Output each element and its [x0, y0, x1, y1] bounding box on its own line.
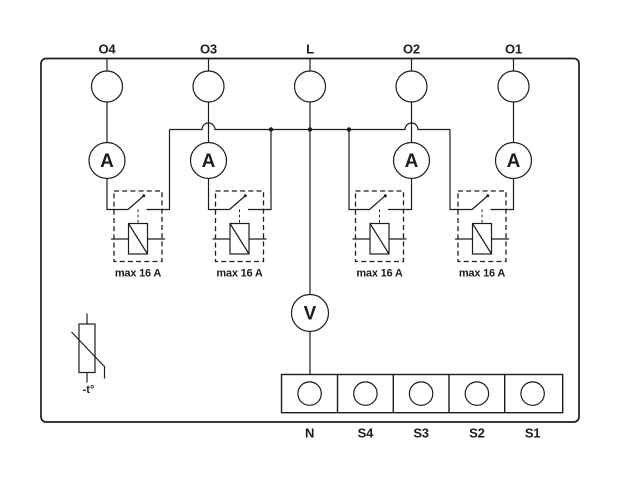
screw-terminal-S2 — [464, 381, 490, 406]
wire-bus-to-contact — [146, 129, 171, 211]
terminal-circle-L — [293, 70, 327, 103]
top-terminal-label: O1 — [505, 42, 522, 57]
screw-terminal-N — [297, 381, 322, 406]
ammeter-letter: A — [202, 151, 216, 172]
wire-ammeter-to-contact — [207, 178, 230, 211]
ammeter-letter: A — [405, 151, 419, 172]
relay-box-O3 — [214, 190, 265, 263]
wire-bus-to-contact — [449, 129, 472, 211]
terminal-circle-O2 — [395, 70, 428, 103]
relay-switch-blade — [471, 195, 488, 210]
relay-coil-diagonal — [369, 223, 390, 255]
wire-ammeter-to-contact — [388, 178, 413, 211]
relay-switch-blade — [369, 195, 386, 210]
relay-rating-label: max 16 A — [216, 268, 263, 280]
top-terminal-label: L — [306, 42, 314, 57]
terminal-strip: N S4 S3 S2 S1 — [280, 373, 564, 441]
relay-coil-diagonal — [127, 223, 149, 255]
screw-terminal-S4 — [353, 381, 378, 406]
screw-terminal-S1 — [520, 381, 545, 406]
voltmeter-circle — [290, 293, 330, 333]
bottom-terminal-label: N — [305, 426, 314, 441]
wire-bus-to-contact — [348, 129, 370, 211]
relay-switch-tip-dot — [243, 194, 247, 198]
ammeter-letter: A — [507, 151, 521, 172]
terminal-circle-O1 — [497, 70, 530, 103]
ammeter-letter: A — [100, 151, 114, 172]
bottom-terminal-label: S4 — [358, 426, 374, 441]
relay-switch-tip-dot — [142, 194, 146, 198]
relay-switch-blade — [127, 195, 144, 210]
top-terminal-label: O4 — [99, 42, 117, 57]
relay-switch-blade — [229, 195, 246, 210]
screw-terminal-S3 — [408, 381, 434, 406]
wire-ammeter-to-contact — [490, 178, 515, 211]
device-outline — [40, 57, 580, 423]
relay-coil-diagonal — [229, 223, 250, 255]
relay-box-O1 — [457, 190, 507, 263]
bottom-terminal-label: S2 — [469, 426, 485, 441]
bottom-terminal-label: S1 — [525, 426, 541, 441]
wire-ammeter-to-contact — [106, 178, 128, 211]
terminal-circle-O4 — [90, 70, 124, 103]
terminal-strip-frame — [280, 373, 564, 414]
relay-rating-label: max 16 A — [459, 268, 506, 280]
relay-box-O4 — [113, 190, 163, 263]
bottom-terminal-label: S3 — [413, 426, 429, 441]
thermistor-label: -t° — [83, 384, 95, 396]
relay-coil-diagonal — [471, 223, 493, 255]
thermistor-diagonal — [71, 331, 106, 379]
relay-switch-tip-dot — [383, 194, 387, 198]
voltmeter-letter: V — [304, 304, 317, 325]
line-column-L: V — [290, 59, 330, 375]
wire-bus-to-contact — [248, 129, 272, 211]
top-terminal-label: O2 — [403, 42, 420, 57]
relay-box-O2 — [354, 190, 405, 263]
relay-rating-label: max 16 A — [115, 268, 162, 280]
terminal-circle-O3 — [192, 70, 225, 103]
top-terminal-label: O3 — [200, 42, 217, 57]
relay-switch-tip-dot — [486, 194, 490, 198]
thermistor-symbol: -t° — [71, 313, 106, 396]
relay-rating-label: max 16 A — [356, 268, 403, 280]
